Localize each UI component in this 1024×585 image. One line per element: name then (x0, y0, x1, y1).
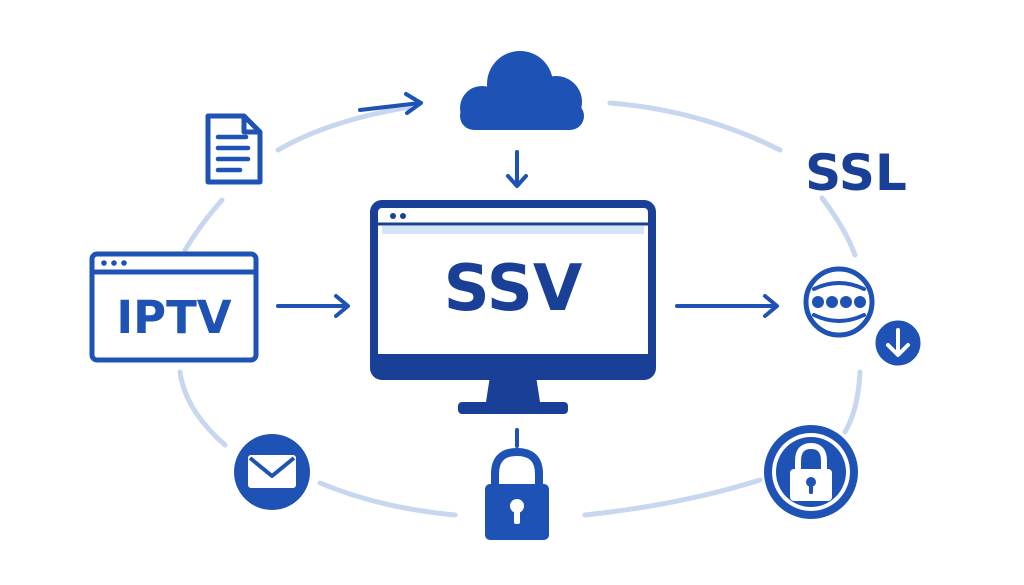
browser-window-icon: IPTV (89, 251, 259, 363)
connection-ring (177, 100, 863, 518)
iptv-label: IPTV (116, 291, 231, 344)
ring-segment-left-lower (177, 369, 228, 448)
lock-badge-icon (764, 425, 858, 519)
ssl-label: SSL (805, 144, 907, 202)
ssv-label: SSV (444, 252, 583, 326)
padlock-icon (485, 447, 549, 540)
ring-segment-left-upper (182, 197, 225, 253)
arrow-to-cloud (358, 92, 423, 115)
download-icon (870, 315, 926, 371)
document-icon (205, 113, 263, 185)
arrow-cloud-to-monitor (506, 150, 528, 188)
network-globe-icon (803, 266, 875, 338)
arrows (276, 92, 779, 318)
mail-icon (234, 434, 310, 510)
ring-segment-right-lower (842, 369, 863, 435)
ring-segment-bottom-right (582, 477, 763, 518)
ring-segment-top-right (607, 100, 783, 153)
ring-segment-bottom-left (317, 480, 458, 518)
cloud-icon (460, 51, 584, 130)
ring-segment-top-left (275, 104, 413, 153)
monitor-icon: SSV (370, 200, 656, 414)
ring-segment-right-upper (819, 195, 858, 258)
arrow-monitor-to-globe (675, 294, 779, 318)
arrow-iptv-to-monitor (276, 294, 350, 318)
